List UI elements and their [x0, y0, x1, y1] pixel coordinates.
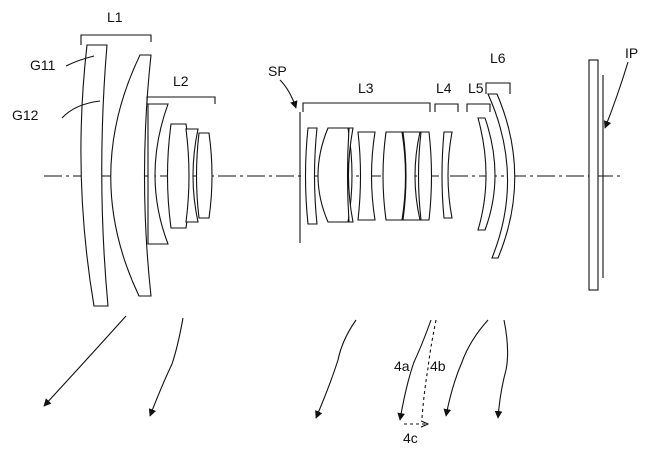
- bracket-l1: [80, 34, 152, 45]
- bracket-l2: [146, 96, 216, 104]
- lens-l3-3: [346, 127, 354, 223]
- label-ip: IP: [625, 45, 638, 61]
- trajectory-l4a: [397, 319, 432, 421]
- bracket-l3: [302, 102, 431, 112]
- trajectory-l6: [494, 319, 509, 419]
- lens-l3-7: [417, 131, 433, 221]
- label-g11: G11: [30, 57, 56, 73]
- trajectory-l4b: [421, 319, 437, 419]
- image-plane-ip: IP: [588, 45, 638, 291]
- leader-g11: [65, 55, 95, 67]
- label-g12: G12: [12, 107, 39, 123]
- lens-l6: [487, 93, 516, 259]
- leader-sp: [279, 79, 298, 109]
- trajectory-l5: [443, 319, 489, 417]
- label-l2: L2: [173, 73, 189, 89]
- lens-l2-1: [147, 103, 169, 245]
- lens-g11: [80, 44, 109, 307]
- lens-l2-4: [195, 132, 213, 219]
- lens-group-l2: L2: [146, 73, 216, 245]
- lens-l3-6: [402, 131, 421, 221]
- lens-group-l1: L1 G11 G12: [12, 9, 152, 307]
- lens-l4: [441, 131, 453, 219]
- lens-l3-2: [317, 127, 353, 223]
- movement-arrows: 4a 4b 4c: [43, 315, 509, 446]
- leader-g12: [61, 100, 101, 119]
- bracket-l6: [485, 82, 511, 94]
- trajectory-l1: [43, 315, 127, 407]
- label-4a: 4a: [394, 358, 410, 374]
- label-l3: L3: [358, 80, 374, 96]
- label-4b: 4b: [430, 358, 446, 374]
- lens-group-l5: L5: [466, 80, 496, 231]
- trajectory-l3: [315, 319, 357, 419]
- label-l6: L6: [490, 50, 506, 66]
- cover-glass: [588, 59, 599, 291]
- lens-g12: [110, 54, 152, 297]
- bracket-l4: [434, 103, 459, 112]
- lens-group-l6: L6: [485, 50, 516, 259]
- label-l4: L4: [436, 80, 452, 96]
- label-l1: L1: [107, 9, 123, 25]
- lens-l2-3: [185, 128, 199, 223]
- leader-ip: [603, 61, 629, 129]
- label-sp: SP: [268, 63, 287, 79]
- label-l5: L5: [468, 80, 484, 96]
- lens-l3-4: [357, 131, 376, 221]
- lens-group-l4: L4: [434, 80, 459, 219]
- lens-l3-1: [304, 127, 318, 225]
- label-4c: 4c: [403, 430, 418, 446]
- bracket-l5: [466, 103, 491, 112]
- lens-l3-5: [382, 131, 407, 221]
- lens-l5: [477, 117, 496, 231]
- trajectory-l2: [148, 317, 184, 417]
- aperture-stop-sp: SP: [268, 63, 301, 243]
- lens-group-l3: L3: [302, 80, 433, 225]
